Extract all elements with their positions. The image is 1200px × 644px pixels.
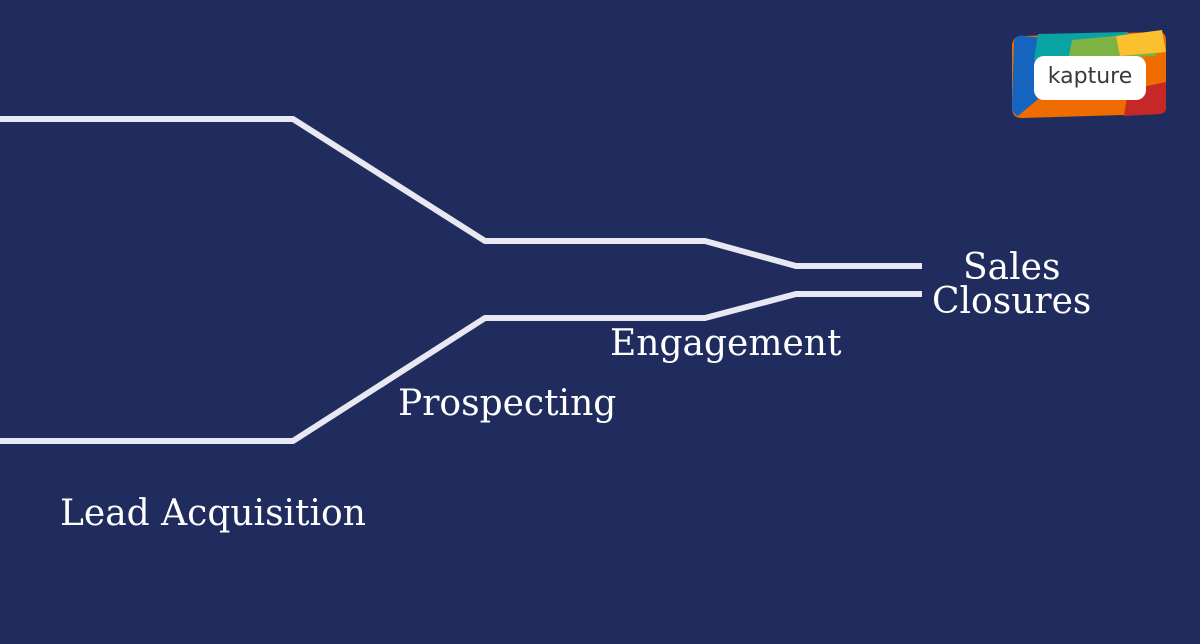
stage-label-sales: Sales	[963, 247, 1061, 288]
funnel-bottom-line	[0, 291, 922, 444]
stage-label-lead-acquisition: Lead Acquisition	[60, 493, 366, 534]
kapture-logo: kapture	[1008, 30, 1168, 120]
funnel-top-line	[0, 116, 922, 269]
stage-label-closures: Closures	[932, 281, 1092, 322]
stage-label-engagement: Engagement	[610, 323, 842, 364]
logo-text: kapture	[1047, 64, 1133, 89]
stage-label-prospecting: Prospecting	[398, 383, 617, 424]
logo-ribbon-icon	[1012, 30, 1166, 118]
